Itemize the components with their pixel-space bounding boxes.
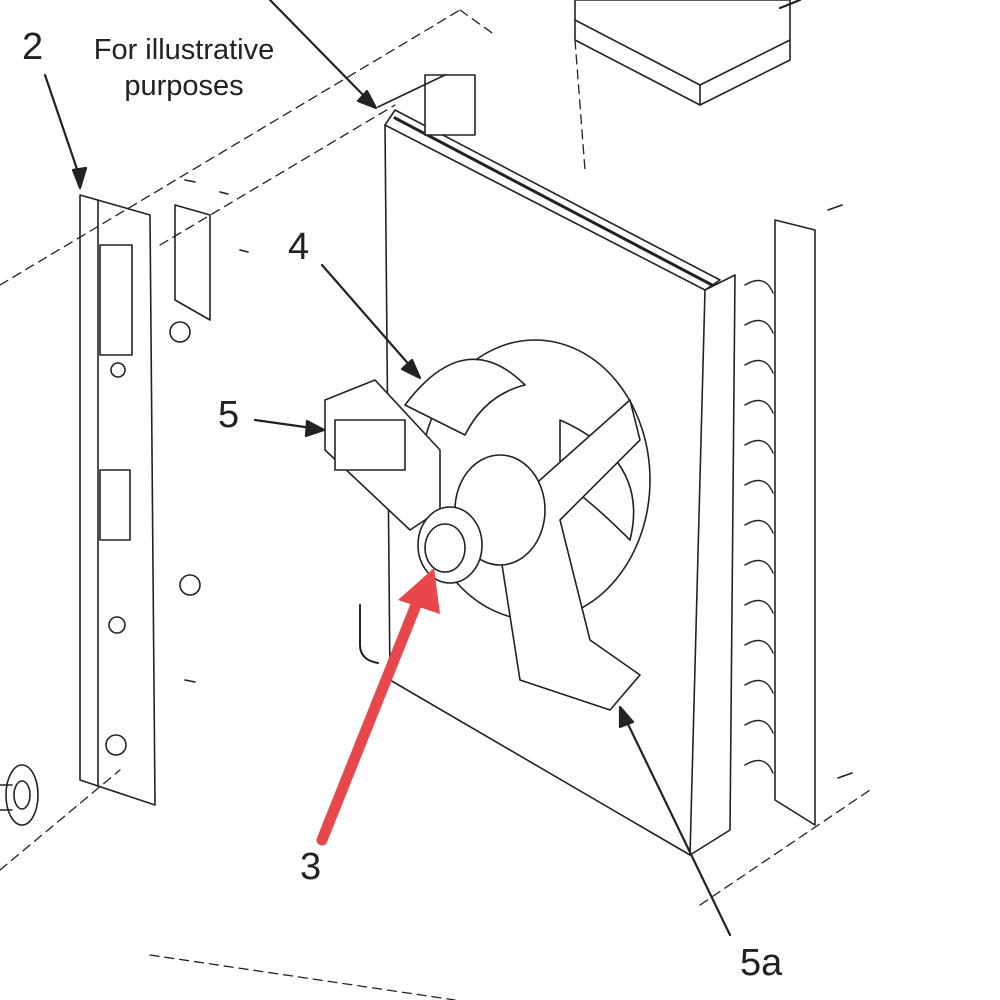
leader-arrows [43,0,802,937]
callout-2: 2 [22,26,44,68]
callout-3: 3 [300,846,322,888]
callout-5: 5 [218,394,240,436]
motor-support-arm [494,399,641,711]
coil-tubes [744,204,853,826]
illustrative-note-line2: purposes [124,70,244,102]
fan-motor [417,454,546,584]
top-cover-panel [574,0,791,106]
pipe-fitting [0,764,39,826]
illustrative-note: For illustrative purposes [54,32,314,104]
alignment-lines [0,9,871,1000]
callout-5a: 5a [740,942,783,984]
side-bracket-panel [79,179,249,806]
callout-4: 4 [288,226,310,268]
pipe-stub [359,604,379,664]
highlight-arrow [316,568,440,846]
illustrative-note-line1: For illustrative [93,34,275,66]
